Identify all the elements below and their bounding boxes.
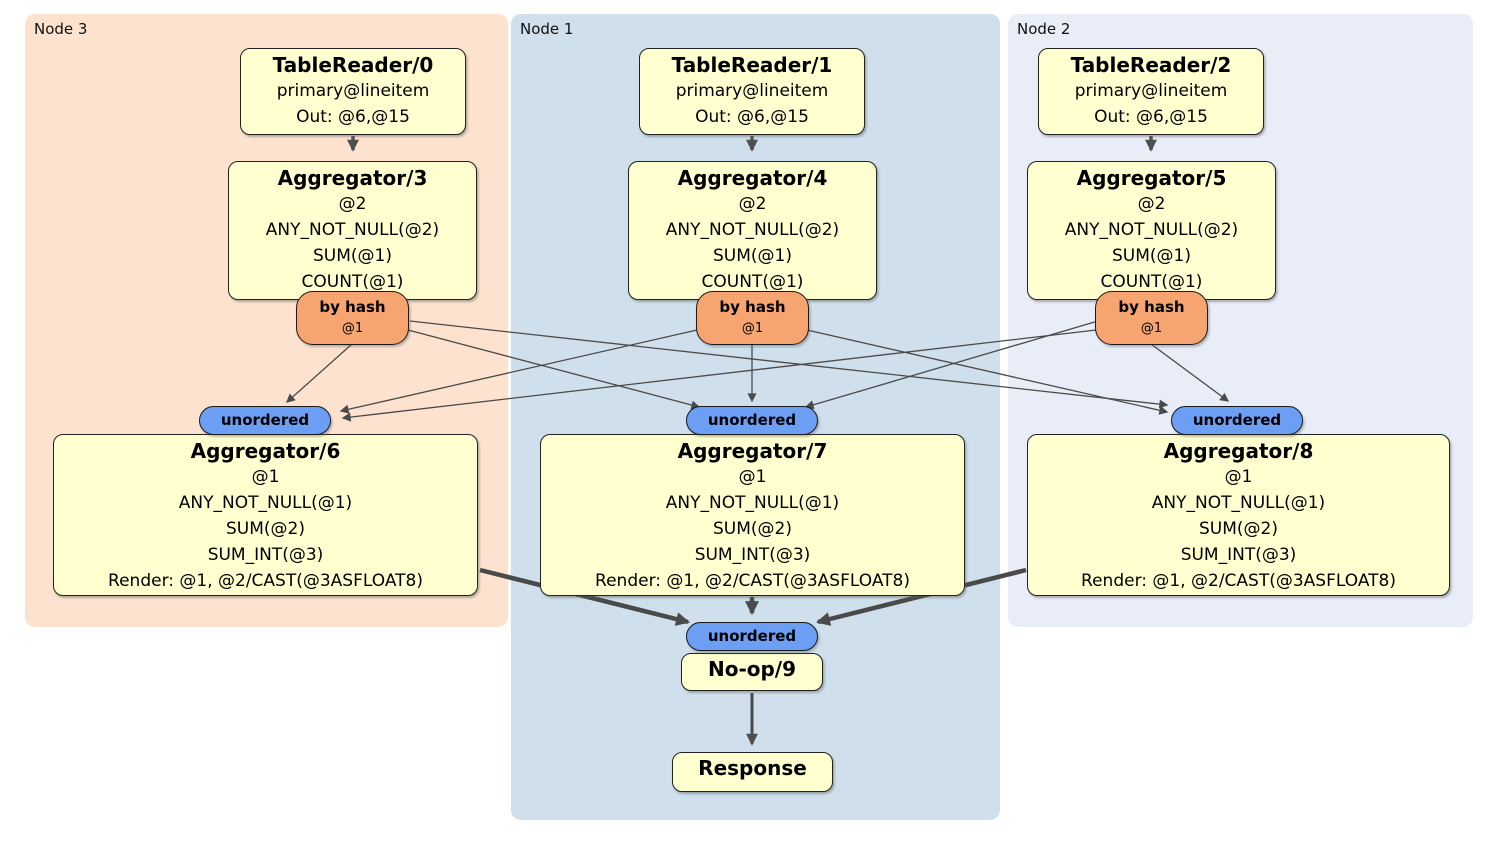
node-group-1-label: Node 1 (520, 20, 574, 38)
hash-router-columns: @1 (341, 321, 364, 336)
table-reader-1-title: TableReader/1 (671, 53, 833, 77)
hash-router-label: by hash (719, 298, 786, 316)
aggregator-3-title: Aggregator/3 (277, 166, 428, 190)
unordered-sync-badge-node1: unordered (686, 406, 818, 435)
unordered-sync-label: unordered (707, 411, 797, 429)
response-title: Response (698, 756, 807, 780)
unordered-sync-badge-final: unordered (686, 622, 818, 651)
unordered-sync-badge-node2: unordered (1171, 406, 1303, 435)
aggregator-5-title: Aggregator/5 (1076, 166, 1227, 190)
unordered-sync-label: unordered (1192, 411, 1282, 429)
node-group-2-label: Node 2 (1017, 20, 1071, 38)
table-reader-2-title: TableReader/2 (1070, 53, 1232, 77)
hash-router-badge-node3: by hash @1 (296, 291, 409, 345)
hash-router-badge-node1: by hash @1 (696, 291, 809, 345)
unordered-sync-label: unordered (707, 627, 797, 645)
aggregator-7-title: Aggregator/7 (677, 439, 828, 463)
unordered-sync-badge-node3: unordered (199, 406, 331, 435)
unordered-sync-label: unordered (220, 411, 310, 429)
noop-title: No-op/9 (707, 657, 797, 681)
response-box: Response (672, 752, 833, 792)
node-group-3-label: Node 3 (34, 20, 88, 38)
aggregator-6-title: Aggregator/6 (190, 439, 341, 463)
hash-router-label: by hash (319, 298, 386, 316)
hash-router-columns: @1 (741, 321, 764, 336)
table-reader-0-title: TableReader/0 (272, 53, 434, 77)
hash-router-label: by hash (1118, 298, 1185, 316)
hash-router-badge-node2: by hash @1 (1095, 291, 1208, 345)
aggregator-4-title: Aggregator/4 (677, 166, 828, 190)
noop-box: No-op/9 (681, 653, 823, 691)
hash-router-columns: @1 (1140, 321, 1163, 336)
aggregator-8-title: Aggregator/8 (1163, 439, 1314, 463)
